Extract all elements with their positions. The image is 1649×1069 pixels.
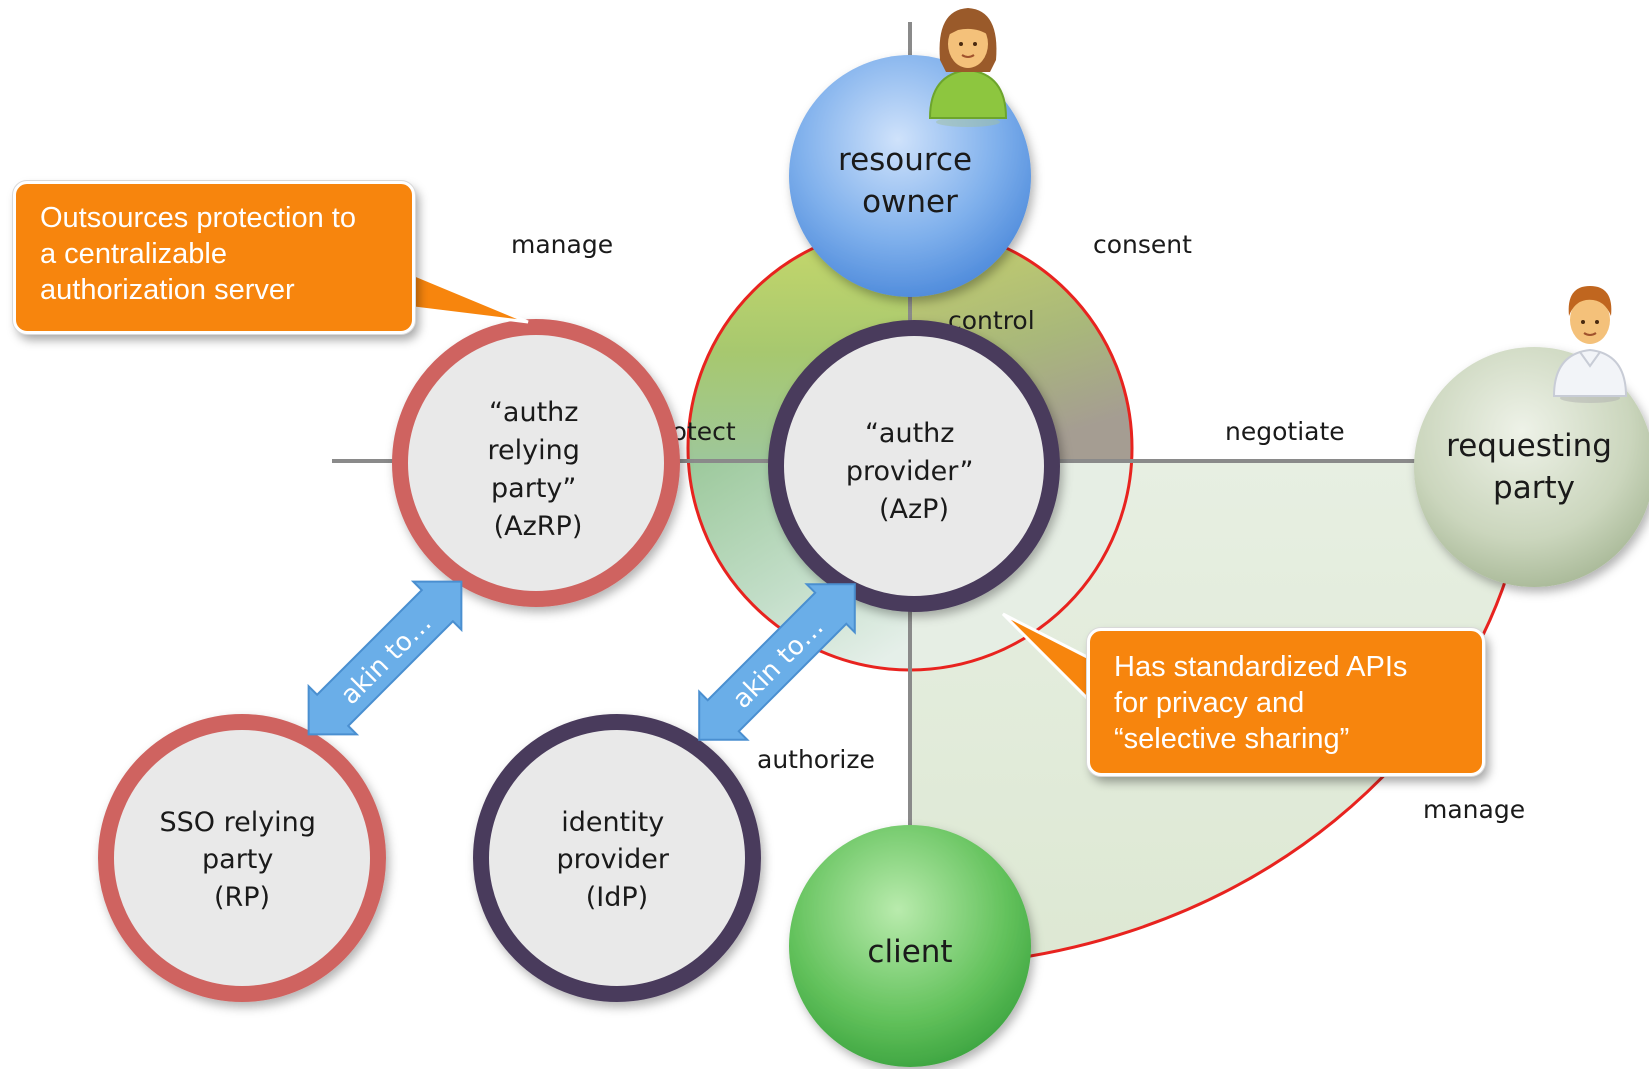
label-manage-bottom: manage [1423,795,1525,824]
resource-owner-label: resource owner [838,142,982,220]
callout-outsources: Outsources protection to a centralizable… [13,181,415,334]
idp-label: identity provider (IdP) [556,807,677,913]
idp-node [473,714,761,1002]
requesting-party-node [1414,347,1649,587]
akin-arrow-left: akin to… [307,580,463,736]
label-manage-top: manage [511,230,613,259]
man-avatar-icon [1552,286,1628,403]
azrp-node [392,319,680,607]
azp-label: “authz provider” (AzP) [846,418,982,525]
akin-arrow-left-label: akin to… [335,608,438,711]
client-node [789,825,1031,1067]
label-authorize: authorize [757,745,875,774]
label-negotiate: negotiate [1225,417,1345,446]
requesting-party-label: requesting party [1446,428,1622,506]
azrp-label: “authz relying party” (AzRP) [488,397,589,542]
callout-left-pointer [396,265,529,324]
azp-node [768,320,1060,612]
client-label: client [867,934,952,970]
sso-rp-label: SSO relying party (RP) [159,807,324,913]
woman-avatar-icon [928,8,1008,127]
sso-rp-node [98,714,386,1002]
label-consent: consent [1093,230,1192,259]
callout-standardized-apis: Has standardized APIs for privacy and “s… [1087,628,1485,776]
